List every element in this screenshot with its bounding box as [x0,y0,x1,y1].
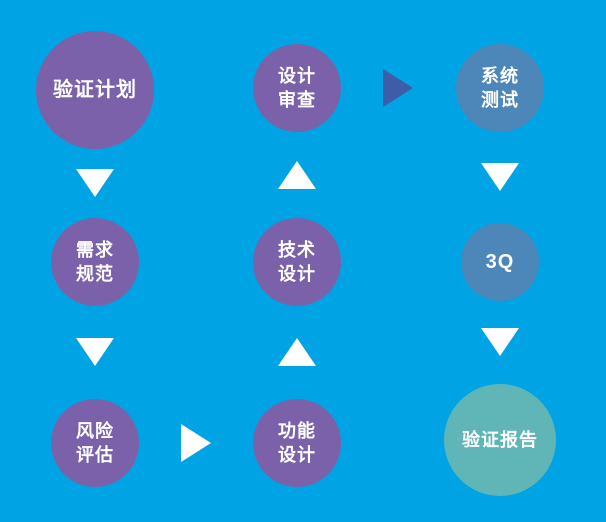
node-design-review-label: 设计 审查 [278,65,316,110]
arrow-down-system-testing-to-3q-icon [481,163,519,191]
arrow-right-risk-assessment-to-functional-design-icon [181,424,211,462]
arrow-down-requirement-spec-to-risk-assessment-icon [76,338,114,366]
node-validation-plan: 验证计划 [36,31,154,149]
node-technical-design: 技术 设计 [253,218,341,306]
node-functional-design-label: 功能 设计 [278,420,316,465]
node-requirement-spec-label: 需求 规范 [76,239,114,284]
node-validation-report-label: 验证报告 [462,429,538,450]
node-system-testing: 系统 测试 [456,44,544,132]
node-technical-design-label: 技术 设计 [278,239,316,284]
node-validation-plan-label: 验证计划 [53,78,137,101]
node-system-testing-label: 系统 测试 [481,65,519,110]
arrow-right-design-review-to-system-testing-icon [383,69,413,107]
node-design-review: 设计 审查 [253,44,341,132]
arrow-down-3q-to-validation-report-icon [481,328,519,356]
arrow-up-functional-design-to-technical-design-icon [278,338,316,366]
node-validation-report: 验证报告 [444,384,556,496]
node-requirement-spec: 需求 规范 [51,218,139,306]
node-risk-assessment: 风险 评估 [51,399,139,487]
node-3q-label: 3Q [485,250,515,273]
arrow-down-validation-plan-to-requirement-spec-icon [76,169,114,197]
node-functional-design: 功能 设计 [253,399,341,487]
node-3q: 3Q [461,223,539,301]
arrow-up-technical-design-to-design-review-icon [278,161,316,189]
node-risk-assessment-label: 风险 评估 [76,420,114,465]
